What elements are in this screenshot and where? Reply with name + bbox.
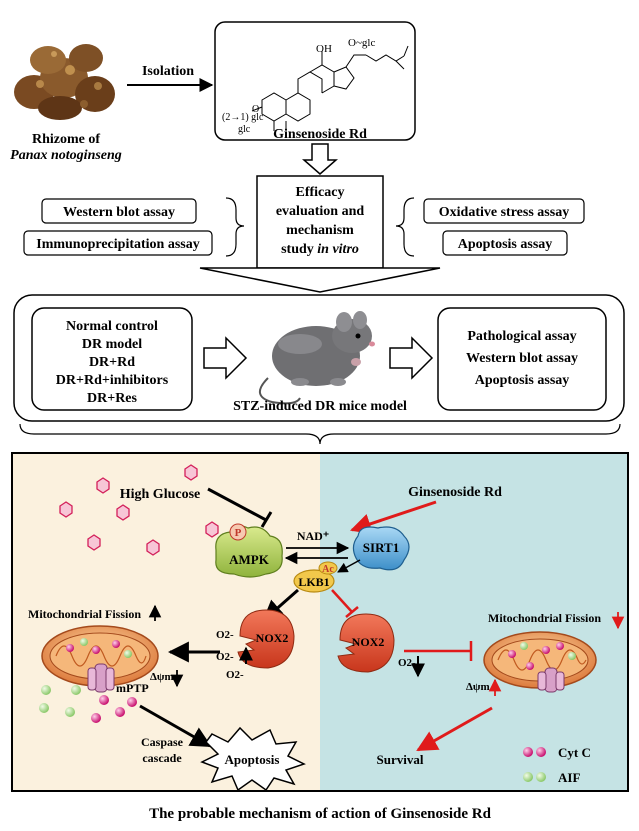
apoptosis-burst — [200, 726, 306, 792]
chemical-structure — [251, 45, 409, 131]
vivo-assay-apoptosis: Apoptosis assay — [475, 373, 570, 388]
group-dr-rd: DR+Rd — [89, 355, 135, 370]
high-glucose-label: High Glucose — [120, 487, 201, 502]
chem-o: O — [252, 104, 259, 115]
legend-cytc-label: Cyt C — [558, 745, 591, 760]
o2-left-2: O2- — [216, 651, 234, 663]
ginsenoside-to-sirt1-arrow — [350, 500, 437, 534]
assay-box-oxidative — [423, 198, 585, 224]
group-normal-control: Normal control — [66, 319, 158, 334]
mptp-channel-left — [87, 663, 115, 693]
ampk-label: AMPK — [229, 552, 270, 567]
assay-western-blot: Western blot assay — [63, 205, 175, 220]
released-particles — [39, 685, 137, 723]
acetyl-badge — [318, 561, 338, 575]
mito-right-particles — [508, 642, 576, 670]
chem-glc-bottom: glc — [238, 124, 251, 135]
assay-oxidative-stress: Oxidative stress assay — [439, 205, 569, 220]
caspase-line2: cascade — [142, 751, 182, 765]
group-dr-model: DR model — [82, 337, 142, 352]
phospho-badge — [229, 523, 247, 541]
apoptosis-label: Apoptosis — [225, 752, 280, 767]
mechanism-frame — [11, 452, 629, 792]
mptp-label: mPTP — [116, 681, 149, 695]
glucose-hexagons — [59, 464, 219, 556]
in-vitro-box — [256, 175, 384, 269]
lkb1-protein — [293, 569, 335, 593]
in-vitro-line3: mechanism — [286, 223, 354, 238]
sirt1-protein — [352, 526, 410, 571]
nox2-right-shape — [337, 613, 395, 673]
in-vitro-line4-b: in vitro — [317, 242, 359, 257]
legend-swatch-aif-a — [523, 772, 533, 782]
hollow-right-arrow-2 — [389, 336, 434, 380]
to-apoptosis-arrow — [139, 704, 212, 748]
lkb1-inhibit-nox2-line — [331, 589, 353, 613]
rhizome-label-line1: Rhizome of — [32, 132, 100, 147]
survival-label: Survival — [377, 752, 424, 767]
sirt1-to-lkb1-arrow — [337, 559, 361, 573]
assay-box-western — [41, 198, 197, 224]
delta-psi-left: Δψm — [150, 671, 174, 683]
assay-box-immuno — [23, 230, 213, 256]
funnel-triangle — [199, 267, 441, 293]
bottom-brace — [19, 423, 621, 445]
vivo-assay-pathological: Pathological assay — [467, 329, 576, 344]
nox2-left-label: NOX2 — [256, 631, 289, 645]
nox2-right-label: NOX2 — [352, 635, 385, 649]
lkb1-label: LKB1 — [298, 575, 329, 589]
glucose-inhibit-line — [207, 487, 267, 522]
vivo-assays-box — [437, 307, 607, 411]
delta-psi-right: Δψm — [466, 681, 490, 693]
o2-left-3: O2- — [226, 669, 244, 681]
right-brace — [395, 197, 415, 257]
in-vitro-line4: study in vitro — [281, 242, 359, 257]
assay-immunoprecipitation: Immunoprecipitation assay — [36, 237, 199, 252]
in-vitro-line2: evaluation and — [276, 204, 365, 219]
group-dr-rd-inhibitors: DR+Rd+inhibitors — [56, 373, 169, 388]
mito-left-particles — [66, 638, 132, 658]
mouse-illustration — [259, 311, 375, 405]
chem-glc-top: (2→1) glc — [222, 112, 264, 123]
hollow-down-arrow-1 — [302, 143, 338, 175]
caspase-line1: Caspase — [141, 735, 184, 749]
legend: Cyt C AIF — [523, 745, 591, 785]
nad-label: NAD⁺ — [297, 529, 329, 543]
legend-swatch-cytc-b — [536, 747, 546, 757]
compound-name: Ginsenoside Rd — [273, 127, 367, 142]
mito-to-survival-arrow — [416, 706, 493, 752]
left-brace — [225, 197, 245, 257]
o2-right: O2- — [398, 657, 416, 669]
lkb1-inhibit-nox2-bar — [345, 606, 359, 618]
legend-swatch-aif-b — [536, 772, 546, 782]
chem-oglc: O~glc — [348, 37, 375, 49]
mito-fission-right-label: Mitochondrial Fission — [488, 611, 601, 625]
mouse-model-label: STZ-induced DR mice model — [233, 399, 407, 414]
hollow-right-arrow-1 — [203, 336, 248, 380]
mptp-channel-right — [537, 667, 565, 693]
sirt1-label: SIRT1 — [363, 540, 399, 555]
legend-aif-label: AIF — [558, 770, 580, 785]
groups-box — [31, 307, 193, 411]
in-vitro-line1: Efficacy — [296, 185, 345, 200]
compound-box — [214, 21, 416, 141]
in-vitro-line4-a: study — [281, 242, 317, 257]
figure-caption: The probable mechanism of action of Gins… — [149, 806, 491, 822]
glucose-inhibit-bar — [260, 511, 273, 528]
group-dr-res: DR+Res — [87, 391, 138, 406]
rhizome-image — [12, 28, 120, 126]
ginsenoside-label: Ginsenoside Rd — [408, 485, 502, 500]
o2-left-1: O2- — [216, 629, 234, 641]
vivo-assay-western: Western blot assay — [466, 351, 578, 366]
acetyl-badge-label: Ac — [322, 564, 334, 575]
rhizome-label-line2: Panax notoginseng — [10, 148, 122, 163]
isolation-label: Isolation — [142, 64, 194, 79]
phospho-badge-label: P — [235, 527, 242, 539]
assay-box-apoptosis-vitro — [442, 230, 568, 256]
chem-oh: OH — [316, 43, 332, 55]
assay-apoptosis-vitro: Apoptosis assay — [458, 237, 553, 252]
mito-fission-left-label: Mitochondrial Fission — [28, 607, 141, 621]
legend-swatch-cytc-a — [523, 747, 533, 757]
